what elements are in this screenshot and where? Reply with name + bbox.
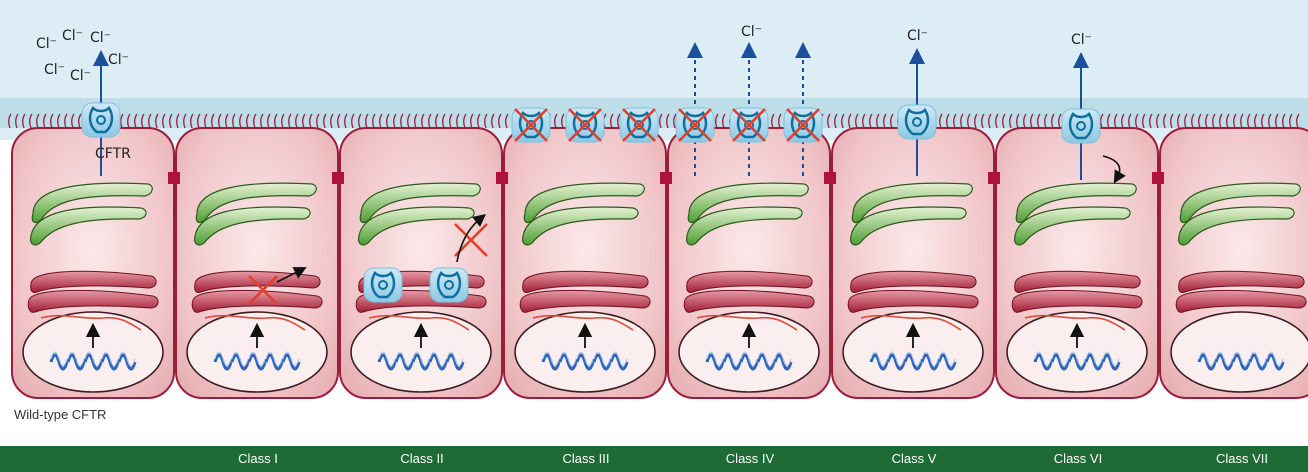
nucleus (1171, 312, 1308, 392)
tight-junction (988, 172, 1000, 184)
chloride-ion-label: Cl⁻ (44, 62, 65, 78)
class-label-1: Class I (238, 451, 278, 466)
tight-junction (660, 172, 672, 184)
epithelial-cell (340, 128, 502, 398)
class-label-4: Class IV (726, 451, 774, 466)
nucleus (23, 312, 163, 392)
tight-junction (1152, 172, 1164, 184)
epithelial-cell (1160, 128, 1308, 398)
cftr-channel-icon (1062, 109, 1100, 143)
epithelial-cell (176, 128, 338, 398)
nucleus (843, 312, 983, 392)
nucleus (1007, 312, 1147, 392)
epithelial-cell (668, 128, 830, 398)
chloride-ion-label: Cl⁻ (108, 52, 129, 68)
nucleus (515, 312, 655, 392)
nucleus (351, 312, 491, 392)
epithelial-cell (504, 128, 666, 398)
epithelial-cell (832, 128, 994, 398)
nucleus (679, 312, 819, 392)
chloride-ion-label: Cl⁻ (70, 68, 91, 84)
cftr-channel-icon (82, 103, 120, 137)
chloride-ion-label: Cl⁻ (36, 36, 57, 52)
chloride-ion-label: Cl⁻ (62, 28, 83, 44)
class-label-6: Class VI (1054, 451, 1102, 466)
chloride-ion-label: Cl⁻ (90, 30, 111, 46)
class-label-3: Class III (563, 451, 610, 466)
epithelial-cell (996, 128, 1158, 398)
class-label-2: Class II (400, 451, 443, 466)
chloride-ion-label: Cl⁻ (907, 28, 928, 44)
tight-junction (824, 172, 836, 184)
cftr-label: CFTR (95, 146, 131, 162)
epithelial-cell (12, 128, 174, 398)
nucleus (187, 312, 327, 392)
class-label-7: Class VII (1216, 451, 1268, 466)
tight-junction (168, 172, 180, 184)
misfolded-cftr-icon (364, 268, 402, 302)
tight-junction (332, 172, 344, 184)
cftr-channel-icon (898, 105, 936, 139)
tight-junction (496, 172, 508, 184)
class-label-5: Class V (892, 451, 937, 466)
misfolded-cftr-icon (430, 268, 468, 302)
wild-type-caption: Wild-type CFTR (14, 407, 106, 422)
chloride-ion-label: Cl⁻ (1071, 32, 1092, 48)
chloride-ion-label: Cl⁻ (741, 24, 762, 40)
class-banner (0, 446, 1308, 472)
